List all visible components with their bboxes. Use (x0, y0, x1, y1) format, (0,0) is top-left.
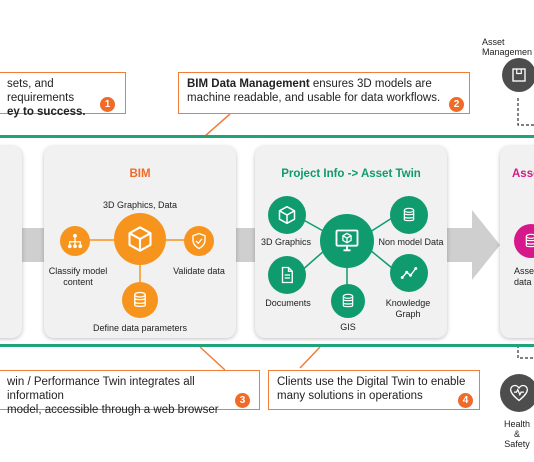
nonmodel-circle (390, 196, 428, 234)
flow-arrow-2 (234, 228, 256, 262)
callout-4-line2: many solutions in operations (277, 390, 423, 402)
cube-icon (278, 205, 296, 225)
documents-circle (268, 256, 306, 294)
flow-arrow-3 (446, 210, 500, 280)
callout-2-rest: ensures 3D models are (309, 78, 432, 90)
shield-check-icon (192, 232, 206, 250)
callout-1: sets, and requirements ey to success. (0, 72, 126, 118)
graph-label: Knowledge Graph (385, 298, 431, 319)
validate-label: Validate data (173, 266, 225, 276)
dashed-top (517, 98, 534, 126)
callout-4-line1: Clients use the Digital Twin to enable (277, 376, 466, 388)
callout-4: Clients use the Digital Twin to enable m… (268, 370, 480, 410)
classify-label: Classify model content (48, 266, 108, 287)
database-icon (342, 293, 354, 308)
callout-3-line1: win / Performance Twin integrates all in… (7, 376, 195, 402)
bim-center-label: 3D Graphics, Data (102, 200, 178, 210)
asset-management-label: Asset Managemen (482, 37, 533, 57)
connector-4 (299, 346, 321, 369)
line-graph-icon (400, 267, 418, 279)
callout-2-line2: machine readable, and usable for data wo… (187, 92, 441, 104)
left-card (0, 146, 22, 338)
hierarchy-icon (67, 233, 83, 249)
document-icon (281, 266, 293, 284)
gis-center-circle (320, 214, 374, 268)
validate-circle (184, 226, 214, 256)
bim-title: BIM (129, 168, 151, 180)
define-label: Define data parameters (92, 323, 188, 333)
nonmodel-label: Non model Data (378, 237, 444, 247)
health-safety-circle (500, 374, 534, 412)
database-icon (525, 233, 534, 248)
callout-3: win / Performance Twin integrates all in… (0, 370, 260, 416)
callout-1-line1: sets, and requirements (7, 78, 75, 104)
classify-circle (60, 226, 90, 256)
connector-3 (199, 346, 226, 371)
graphics-circle (268, 196, 306, 234)
database-icon (403, 207, 415, 222)
heart-pulse-icon (509, 384, 529, 402)
callout-3-line2: model, accessible through a web browser (7, 404, 219, 416)
dashed-bottom (517, 345, 534, 359)
connector-2 (204, 113, 231, 137)
gis-label: GIS (340, 322, 356, 332)
callout-2-badge: 2 (449, 97, 464, 112)
health-safety-label: Health & Safety (503, 419, 530, 449)
callout-3-badge: 3 (235, 393, 250, 408)
define-circle (122, 282, 158, 318)
bim-cube-circle (114, 213, 166, 265)
flow-arrow-1 (22, 228, 46, 262)
callout-1-badge: 1 (100, 97, 115, 112)
cube-icon (128, 226, 152, 252)
asset-circle (514, 224, 534, 258)
gis-circle (331, 284, 365, 318)
asset-title: Asse (512, 168, 534, 180)
band-top-line (0, 135, 534, 138)
asset-management-circle (502, 58, 534, 92)
callout-1-line2: ey to success. (7, 106, 86, 118)
documents-label: Documents (265, 298, 311, 308)
callout-2: BIM Data Management ensures 3D models ar… (178, 72, 470, 114)
box-icon (512, 68, 526, 82)
graph-circle (390, 254, 428, 292)
band-bottom-line (0, 344, 534, 347)
graphics-label: 3D Graphics (260, 237, 312, 247)
callout-2-bold: BIM Data Management (187, 78, 310, 90)
monitor-cube-icon (335, 229, 359, 252)
asset-label: Asse data (514, 266, 534, 287)
project-title: Project Info -> Asset Twin (281, 168, 421, 180)
database-icon (134, 291, 146, 308)
callout-4-badge: 4 (458, 393, 473, 408)
